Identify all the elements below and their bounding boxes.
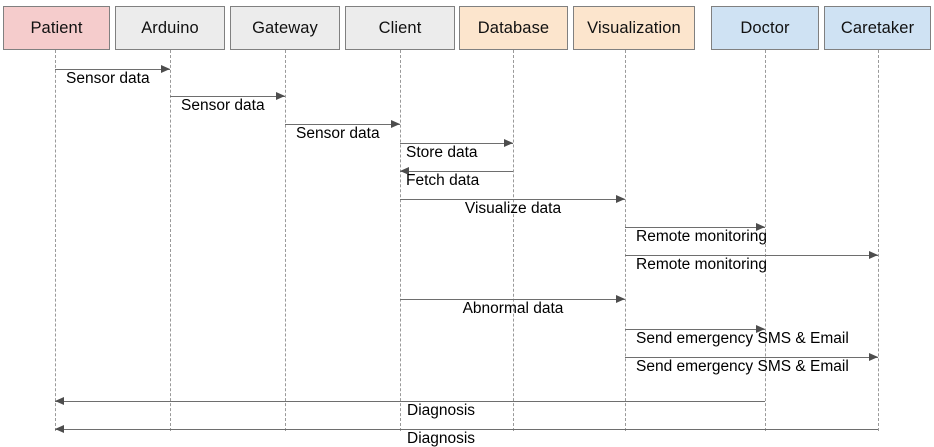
arrowhead-m5 bbox=[400, 167, 409, 175]
message-line-m4 bbox=[400, 143, 513, 144]
lifeline-patient bbox=[55, 50, 56, 431]
arrowhead-m2 bbox=[276, 92, 285, 100]
actor-label: Client bbox=[378, 18, 422, 37]
message-label-m13: Diagnosis bbox=[407, 430, 476, 447]
message-line-m1 bbox=[55, 69, 170, 70]
message-line-m8 bbox=[625, 255, 878, 256]
actor-label: Visualization bbox=[587, 18, 681, 37]
message-label-m4: Store data bbox=[406, 144, 478, 161]
message-label-m2: Sensor data bbox=[181, 97, 265, 114]
message-label-m1: Sensor data bbox=[66, 70, 150, 87]
lifeline-visualization bbox=[625, 50, 626, 431]
arrowhead-m11 bbox=[869, 353, 878, 361]
message-line-m3 bbox=[285, 124, 400, 125]
message-label-m5: Fetch data bbox=[406, 172, 480, 189]
arrowhead-m10 bbox=[756, 325, 765, 333]
lifeline-client bbox=[400, 50, 401, 431]
message-line-m10 bbox=[625, 329, 765, 330]
message-line-m12 bbox=[55, 401, 765, 402]
message-line-m13 bbox=[55, 429, 878, 430]
arrowhead-m9 bbox=[616, 295, 625, 303]
arrowhead-m8 bbox=[869, 251, 878, 259]
message-label-m11: Send emergency SMS & Email bbox=[636, 358, 849, 375]
actor-box-caretaker[interactable]: Caretaker bbox=[824, 6, 931, 50]
arrowhead-m13 bbox=[55, 425, 64, 433]
actor-box-visualization[interactable]: Visualization bbox=[573, 6, 695, 50]
message-label-m9: Abnormal data bbox=[462, 300, 564, 317]
actor-box-patient[interactable]: Patient bbox=[3, 6, 110, 50]
actor-box-arduino[interactable]: Arduino bbox=[115, 6, 225, 50]
arrowhead-m7 bbox=[756, 223, 765, 231]
arrowhead-m4 bbox=[504, 139, 513, 147]
lifeline-doctor bbox=[765, 50, 766, 431]
lifeline-gateway bbox=[285, 50, 286, 431]
actor-label: Caretaker bbox=[840, 18, 915, 37]
lifeline-caretaker bbox=[878, 50, 879, 431]
message-line-m2 bbox=[170, 96, 285, 97]
actor-label: Gateway bbox=[252, 18, 318, 37]
actor-box-client[interactable]: Client bbox=[345, 6, 455, 50]
actor-label: Doctor bbox=[740, 18, 790, 37]
message-line-m5 bbox=[400, 171, 513, 172]
message-label-m10: Send emergency SMS & Email bbox=[636, 330, 849, 347]
actor-label: Arduino bbox=[141, 18, 199, 37]
arrowhead-m6 bbox=[616, 195, 625, 203]
message-label-m3: Sensor data bbox=[296, 125, 380, 142]
message-label-m7: Remote monitoring bbox=[636, 228, 767, 245]
arrowhead-m3 bbox=[391, 120, 400, 128]
actor-box-database[interactable]: Database bbox=[459, 6, 568, 50]
message-line-m6 bbox=[400, 199, 625, 200]
actor-box-gateway[interactable]: Gateway bbox=[230, 6, 340, 50]
message-line-m11 bbox=[625, 357, 878, 358]
message-line-m9 bbox=[400, 299, 625, 300]
actor-label: Database bbox=[477, 18, 550, 37]
actor-label: Patient bbox=[30, 18, 83, 37]
message-line-m7 bbox=[625, 227, 765, 228]
arrowhead-m1 bbox=[161, 65, 170, 73]
lifeline-database bbox=[513, 50, 514, 431]
actor-box-doctor[interactable]: Doctor bbox=[711, 6, 819, 50]
message-label-m8: Remote monitoring bbox=[636, 256, 767, 273]
lifeline-arduino bbox=[170, 50, 171, 431]
message-label-m12: Diagnosis bbox=[407, 402, 476, 419]
arrowhead-m12 bbox=[55, 397, 64, 405]
message-label-m6: Visualize data bbox=[464, 200, 562, 217]
